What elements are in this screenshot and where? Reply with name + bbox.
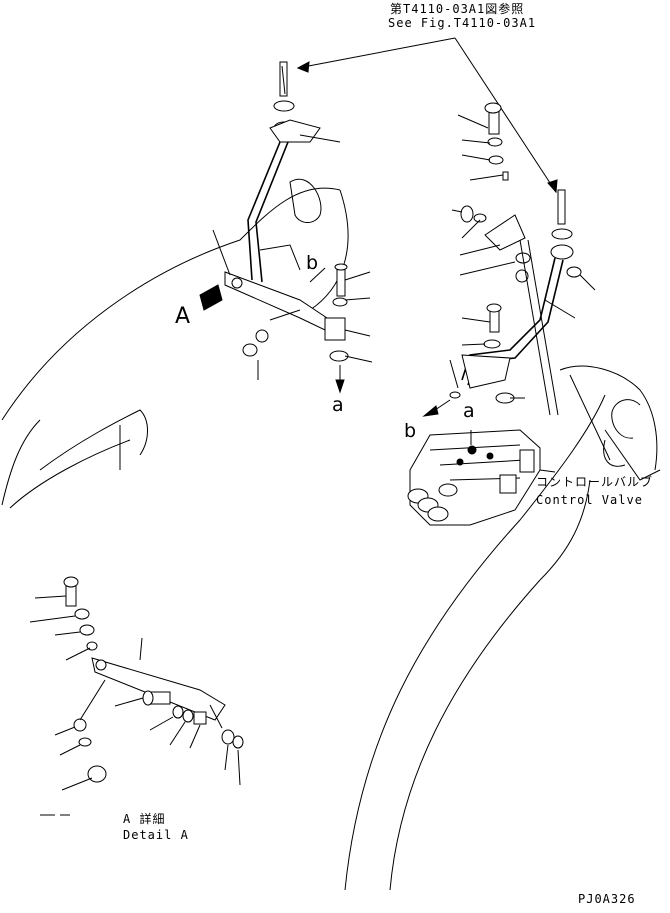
- reference-leaders: [296, 37, 558, 194]
- connection-b-left-label: b: [306, 252, 319, 274]
- detail-a-label-en: Detail A: [123, 828, 189, 842]
- connection-b-right-label: b: [404, 420, 417, 442]
- control-valve-label-jp: コントロールバルブ: [536, 475, 654, 489]
- control-valve-body: [407, 429, 556, 526]
- control-valve-label-en: Control Valve: [536, 493, 643, 507]
- connection-a-left-label: a: [332, 394, 344, 416]
- reference-label-en: See Fig.T4110-03A1: [388, 16, 537, 30]
- drawing-code: PJ0A326: [578, 892, 636, 906]
- view-a-label: A: [175, 304, 191, 329]
- arm-outline: [344, 365, 661, 891]
- reference-label-jp: 第T4110-03A1図参照: [390, 2, 525, 16]
- detail-a-label-jp: A 詳細: [123, 812, 166, 826]
- left-rod-assembly: [199, 61, 373, 394]
- right-rod-assembly: [422, 102, 596, 417]
- connection-a-right-label: a: [463, 400, 475, 422]
- detail-a-drawing: [29, 576, 244, 816]
- boom-outline: [1, 178, 349, 509]
